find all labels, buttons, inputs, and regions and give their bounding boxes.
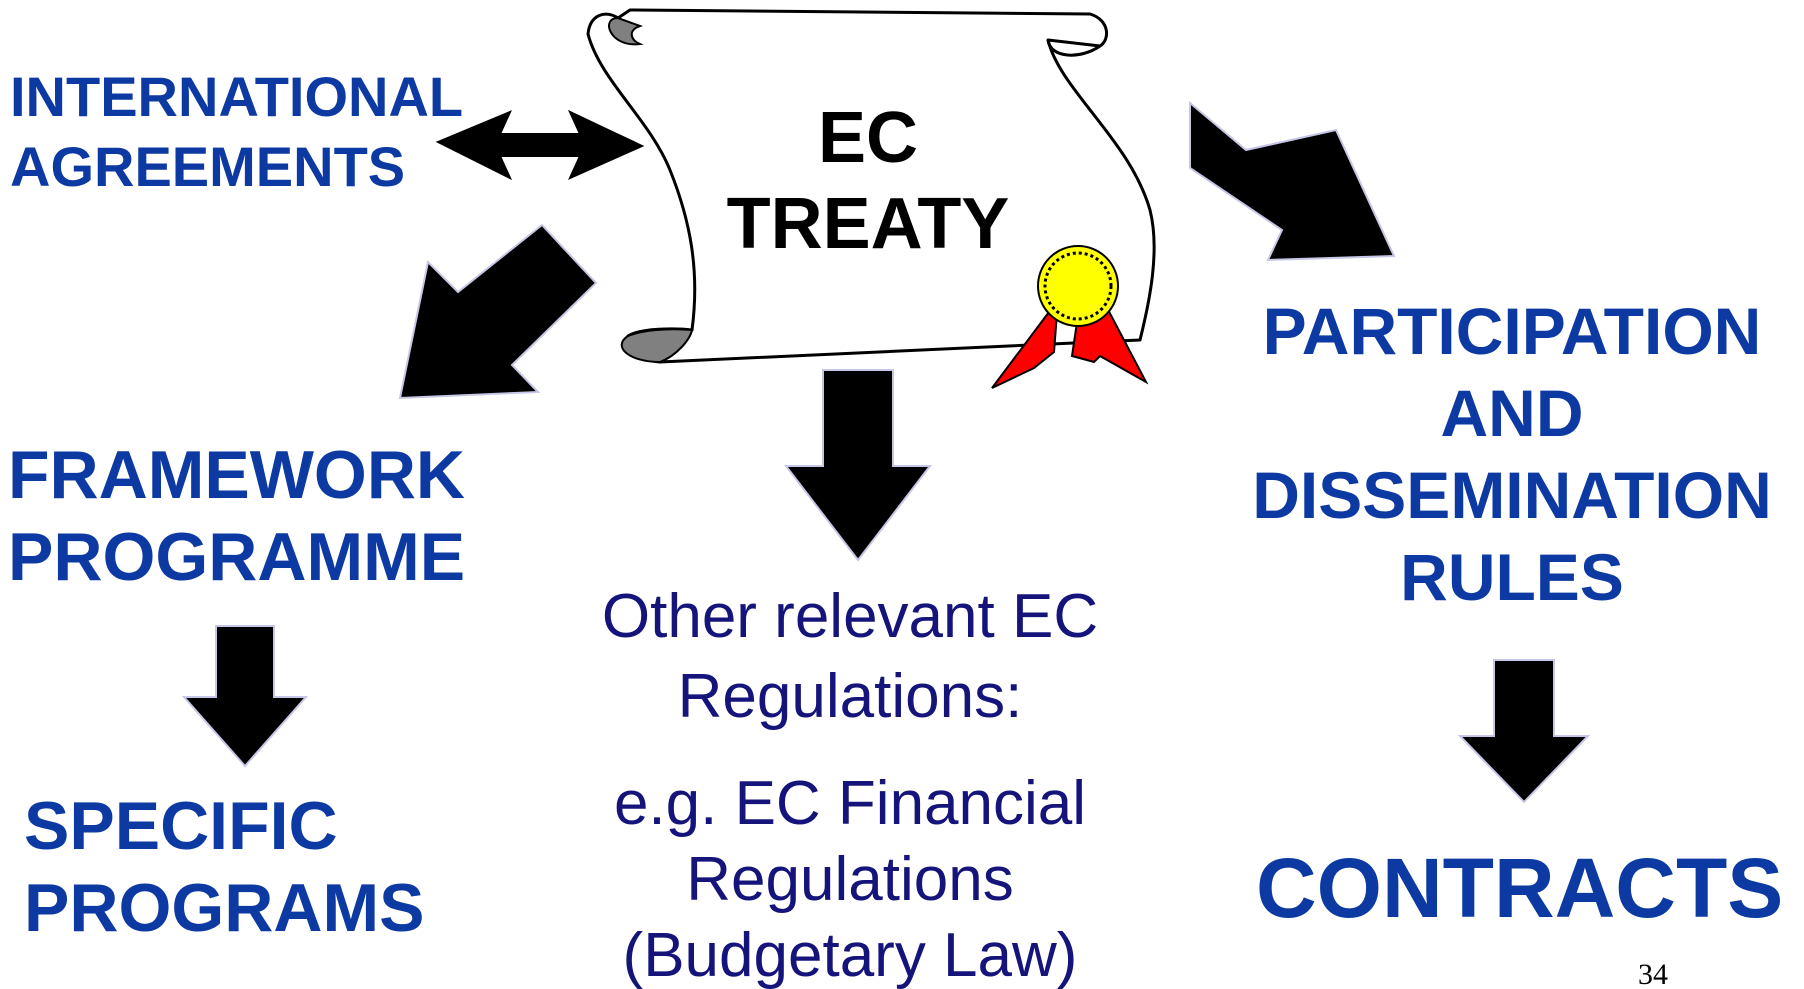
framework-line-2: PROGRAMME <box>8 519 466 595</box>
framework-line-1: FRAMEWORK <box>8 437 466 513</box>
participation-line-2: AND <box>1440 376 1584 450</box>
ec-treaty-title: EC TREATY <box>718 95 1018 267</box>
specific-line-1: SPECIFIC <box>24 788 338 864</box>
participation-rules-label: PARTICIPATION AND DISSEMINATION RULES <box>1232 290 1792 618</box>
double-arrow-icon <box>435 109 645 181</box>
arrow-to-framework <box>398 223 598 400</box>
treaty-line-2: TREATY <box>726 184 1010 264</box>
arrow-to-contracts <box>1457 659 1591 804</box>
regulations-line-1: Other relevant EC <box>601 582 1099 651</box>
scroll-icon <box>586 8 1156 364</box>
financial-regulations-example: e.g. EC Financial Regulations (Budgetary… <box>540 766 1160 989</box>
regulations-line-2: Regulations: <box>677 662 1023 731</box>
participation-line-4: RULES <box>1400 540 1624 614</box>
participation-line-3: DISSEMINATION <box>1252 458 1772 532</box>
treaty-line-1: EC <box>817 98 919 178</box>
example-line-1: e.g. EC Financial <box>613 769 1087 838</box>
international-agreements-label: INTERNATIONAL AGREEMENTS <box>10 62 463 202</box>
arrow-to-specific <box>181 625 309 768</box>
example-line-2: Regulations <box>686 845 1014 914</box>
international-line-2: AGREEMENTS <box>10 135 406 198</box>
example-line-3: (Budgetary Law) <box>622 921 1078 989</box>
arrow-to-regulations <box>783 369 933 562</box>
framework-programme-label: FRAMEWORK PROGRAMME <box>8 434 465 598</box>
international-line-1: INTERNATIONAL <box>10 65 464 128</box>
specific-programs-label: SPECIFIC PROGRAMS <box>24 785 424 949</box>
participation-line-1: PARTICIPATION <box>1262 294 1762 368</box>
specific-line-2: PROGRAMS <box>24 870 425 946</box>
other-regulations-label: Other relevant EC Regulations: <box>540 577 1160 737</box>
page-number: 34 <box>1638 958 1668 989</box>
arrow-to-participation <box>1189 100 1396 262</box>
seal-ribbon-icon <box>991 245 1149 389</box>
contracts-label: CONTRACTS <box>1256 841 1784 935</box>
